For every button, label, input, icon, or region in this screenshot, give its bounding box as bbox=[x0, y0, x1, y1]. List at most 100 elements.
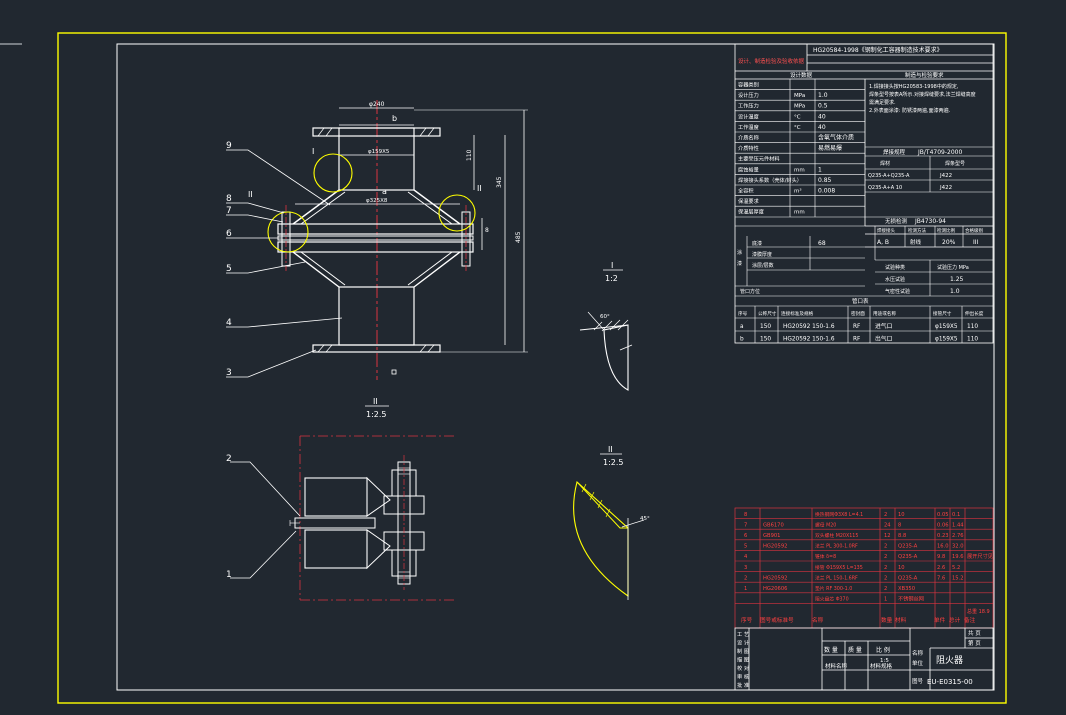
parts-cell: HG20606 bbox=[763, 586, 787, 592]
parts-cell: 2.76 bbox=[952, 533, 964, 539]
dim-a-text: a bbox=[382, 187, 387, 196]
parts-cell: 12 bbox=[884, 533, 891, 539]
weld-row-0-b: J422 bbox=[939, 173, 952, 179]
parts-cell: 5 bbox=[744, 544, 747, 550]
drawing-frame-inner bbox=[116, 43, 995, 691]
part-number-9: 9 bbox=[226, 141, 232, 151]
weld-head-0: 焊材 bbox=[880, 160, 890, 167]
nozzle-cell: φ159X5 bbox=[935, 324, 958, 330]
nozzle-cell: 110 bbox=[967, 324, 978, 330]
paint-sub-1: 漆膜厚度 bbox=[752, 251, 772, 258]
parts-cell: 8 bbox=[744, 512, 747, 518]
parts-cell: 2 bbox=[884, 554, 887, 560]
name-label: 名称 bbox=[912, 649, 924, 657]
part-number-2: 2 bbox=[226, 454, 232, 464]
ndt-head-2: 检测比例 bbox=[937, 227, 955, 234]
callout-ii-left-text: II bbox=[248, 190, 253, 199]
nozzle-cell: HG20592 150-1.6 bbox=[783, 337, 835, 343]
spec-row-label: 主要受压元件材料 bbox=[738, 155, 780, 163]
spec-row-label: 设计温度 bbox=[738, 112, 759, 120]
ndt-head-3: 合格级别 bbox=[965, 227, 983, 234]
detail-ii-bolted-view bbox=[230, 435, 456, 601]
lower-cone-right bbox=[413, 251, 461, 288]
spec-row-unit: MPa bbox=[794, 104, 805, 110]
center-mark bbox=[391, 369, 397, 375]
detail-i-label: I bbox=[611, 261, 613, 270]
spec-row-unit: mm bbox=[794, 210, 805, 216]
nozzle-cell: 进气口 bbox=[875, 322, 893, 330]
spec-row-label: 介质名称 bbox=[738, 134, 759, 142]
callout-i-text: I bbox=[312, 147, 314, 156]
ndt-head-1: 检测方法 bbox=[908, 227, 926, 234]
parts-cell: Q235-A bbox=[898, 575, 918, 581]
scale-value: 1:5 bbox=[880, 658, 889, 664]
spec-row-label: 介质特性 bbox=[738, 144, 759, 152]
parts-cell: 8 bbox=[898, 522, 901, 528]
callout-circle-i bbox=[313, 153, 353, 193]
count-label: 数 量 bbox=[824, 646, 838, 654]
title-role-label: 制 图 bbox=[737, 647, 749, 655]
nozzle-cell: a bbox=[740, 324, 744, 330]
spec-row-label: 保温层厚度 bbox=[738, 208, 764, 216]
top-pipe bbox=[338, 127, 415, 191]
detail-ii-scale: 1:2.5 bbox=[366, 410, 387, 419]
parts-cell: 双头螺柱 M20X115 bbox=[815, 532, 858, 539]
inspection-label: 管口方位 bbox=[740, 288, 760, 295]
detail-ii2-label: II bbox=[608, 445, 613, 454]
parts-cell: Q235-A bbox=[898, 544, 918, 550]
tech-note-3: 2.外表面涂漆: 防锈漆两遍,面漆两遍. bbox=[869, 107, 951, 114]
parts-cell: 16.0 bbox=[937, 544, 949, 550]
ndt-head-0: 焊接接头 bbox=[877, 227, 895, 234]
callout-circle-ii-right bbox=[438, 194, 476, 232]
spec-row-value: 40 bbox=[818, 113, 826, 120]
callout-circle-ii-left bbox=[267, 211, 309, 253]
spec-row-unit: °C bbox=[794, 114, 801, 120]
ndt-row-1: 射线 bbox=[910, 238, 922, 246]
spec-row-unit: °C bbox=[794, 125, 801, 131]
parts-cell: 19.6 bbox=[952, 554, 964, 560]
detail-ii-label: II bbox=[373, 397, 378, 406]
tech-note-2: 需满足要求. bbox=[869, 99, 896, 106]
parts-cell: 8.8 bbox=[898, 533, 906, 539]
pressure-row-0-a: 水压试验 bbox=[885, 276, 905, 283]
tech-note-1: 焊条型号按表A所示.对接焊缝要求,法兰焊缝高度 bbox=[869, 91, 976, 98]
spec-row-value: 易燃易爆 bbox=[818, 144, 842, 152]
spec-rows-grid bbox=[735, 79, 865, 217]
spec-row-unit: m³ bbox=[794, 188, 802, 195]
weld-row-0-a: Q235-A+Q235-A bbox=[868, 173, 910, 179]
nozzle-cell: HG20592 150-1.6 bbox=[783, 324, 835, 330]
parts-cell: HG20592 bbox=[763, 544, 787, 550]
spec-standard-ref: HG20584-1998《钢制化工容器制造技术要求》 bbox=[813, 46, 943, 54]
nozzle-cell: 110 bbox=[967, 337, 978, 343]
paint-label-0: 涂 bbox=[737, 249, 742, 256]
flange-hatching bbox=[317, 127, 435, 353]
parts-cell: 1 bbox=[744, 586, 747, 592]
spec-row-unit: mm bbox=[794, 167, 805, 173]
lower-cone-left-inner bbox=[300, 251, 346, 286]
parts-cell: 6 bbox=[744, 533, 747, 539]
part-number-3: 3 bbox=[226, 368, 232, 378]
spec-row-label: 焊接接头系数（壳体/封头） bbox=[738, 176, 802, 184]
detail-ii2-angle: 45° bbox=[640, 516, 650, 522]
nozzle-head-cell: 伸出长度 bbox=[965, 310, 984, 317]
detail-i-view bbox=[579, 311, 633, 391]
parts-row-lines bbox=[735, 518, 993, 604]
ndt-row-0: A, B bbox=[877, 239, 889, 246]
parts-cell: 0.23 bbox=[937, 533, 949, 539]
detail-i-scale: 1:2 bbox=[605, 274, 618, 283]
total-pages: 共 页 bbox=[968, 629, 981, 637]
ndt-grid bbox=[735, 216, 993, 260]
spec-row-value: 40 bbox=[818, 124, 826, 131]
parts-cell: 2 bbox=[884, 565, 887, 571]
parts-cell: 阻火盘芯 Φ370 bbox=[815, 596, 849, 603]
weld-grid bbox=[865, 146, 993, 193]
spec-row-label: 容器类别 bbox=[738, 81, 759, 89]
parts-cell: 5.2 bbox=[952, 565, 960, 571]
nozzle-cell: b bbox=[740, 337, 744, 343]
spec-row-unit: MPa bbox=[794, 93, 805, 99]
parts-cell: Q235-A bbox=[898, 554, 918, 560]
tech-note-0: 1.焊接接头按HG20583-1998中的规定, bbox=[869, 83, 959, 90]
parts-cell: 2 bbox=[884, 586, 887, 592]
